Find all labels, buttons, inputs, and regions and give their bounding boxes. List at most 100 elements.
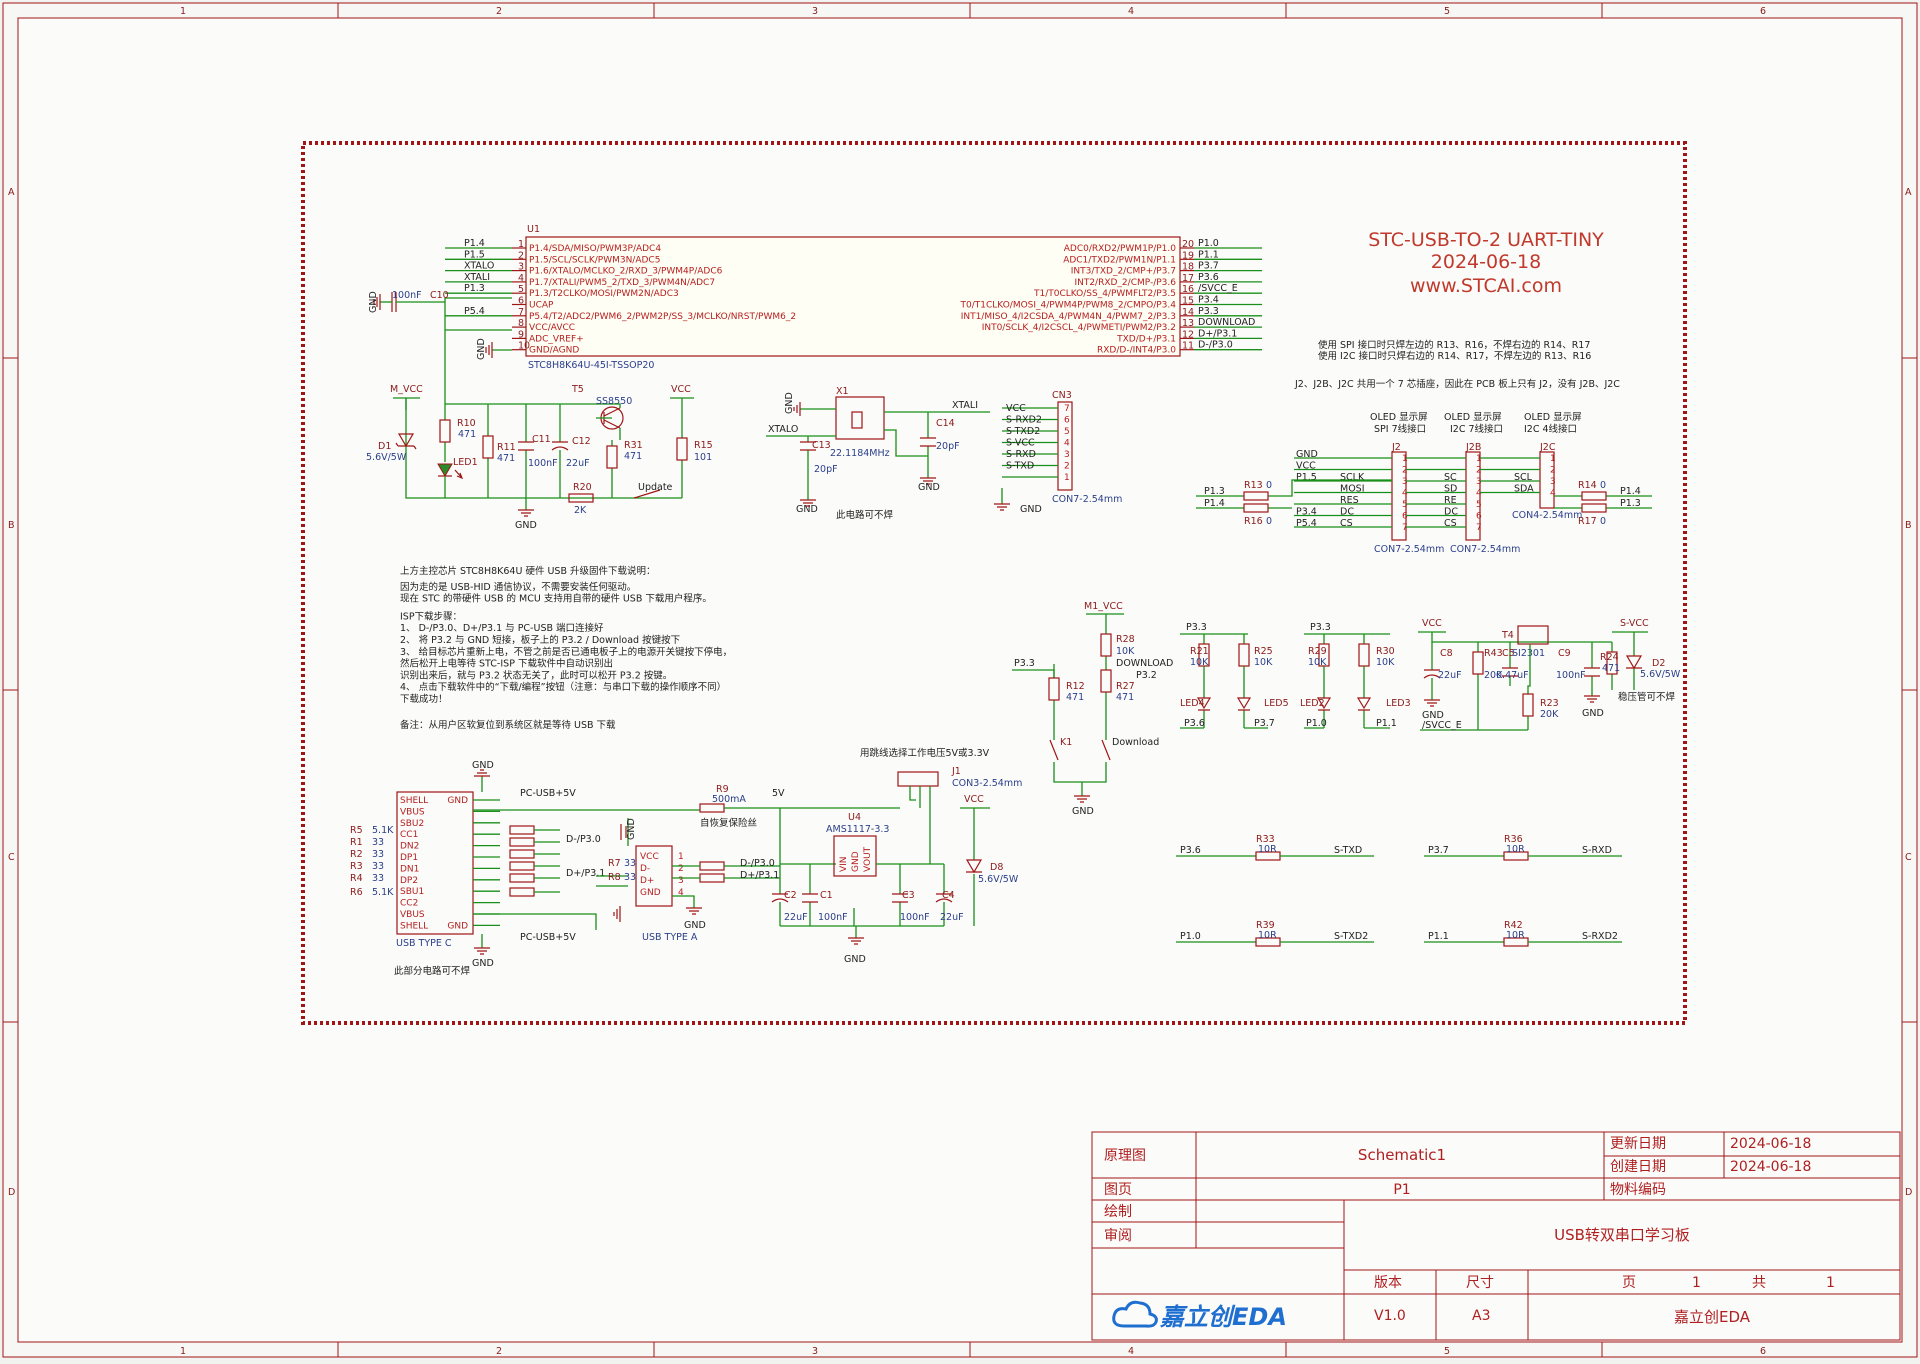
regulator-section: 用跳线选择工作电压5V或3.3V R9 500mA 自恢复保险丝 5V C2 2…	[699, 747, 1022, 965]
c11-ref: C11	[532, 434, 551, 445]
gnd-label-c8: GND	[1422, 710, 1444, 721]
r27-ref: R27	[1116, 681, 1135, 692]
j1-val: CON3-2.54mm	[952, 778, 1022, 789]
gnd-label-usba-top: GND	[626, 818, 637, 840]
j2-pin-num: 4	[1402, 489, 1408, 499]
oled-net-label: P5.4	[1296, 518, 1317, 529]
usbc-res-val: 33	[372, 873, 384, 884]
j2b-pin-num: 5	[1476, 500, 1482, 510]
series-right-net: S-RXD	[1582, 845, 1612, 856]
power-switch-circuit: VCC C8 22uF GND R43 20K C5 0.47uF T4 SI2…	[1418, 618, 1681, 731]
p37-led: P3.7	[1254, 718, 1275, 729]
usbc-pin-gnd: GND	[447, 921, 468, 931]
board-outline	[301, 141, 1687, 1025]
p10-led: P1.0	[1306, 718, 1327, 729]
cn3-pin-label: S-RXD	[1006, 449, 1036, 460]
j2-pin-label: RES	[1340, 495, 1359, 506]
vcc-label-t4: VCC	[1422, 618, 1442, 629]
c12-val: 22uF	[566, 458, 590, 469]
cn3-pin-num: 6	[1064, 416, 1070, 426]
col-label-1: 1	[180, 6, 186, 17]
oled-net-label: P1.5	[1296, 472, 1317, 483]
c10-val: 100nF	[392, 290, 422, 301]
row-label-b: B	[8, 520, 15, 531]
usbc-dm: D-/P3.0	[566, 834, 601, 845]
label-draw: 绘制	[1104, 1204, 1132, 1220]
r27-val: 471	[1116, 692, 1134, 703]
r43-ref: R43	[1484, 648, 1503, 659]
mcu-pin-name: INT2/RXD_2/CMP-/P3.6	[1074, 278, 1176, 288]
usbc-res-ref: R1	[350, 837, 363, 848]
usbc-pin-gnd: GND	[447, 796, 468, 806]
cn3-pin-num: 5	[1064, 427, 1070, 437]
design-date: 2024-06-18	[1431, 251, 1541, 273]
cn3-pin-label: VCC	[1006, 403, 1026, 414]
usbc-pin-name: DP2	[400, 876, 418, 886]
mcu-part: STC8H8K64U-45I-TSSOP20	[528, 360, 654, 371]
mcu-decoupling: C10 100nF GND GND	[368, 290, 512, 402]
r16-val: 0	[1266, 516, 1272, 527]
r7-ref: R7	[608, 858, 621, 869]
j1-ref: J1	[951, 766, 961, 777]
mcu-pin-name: P1.3/T2CLKO/MOSI/PWM2N/ADC3	[529, 289, 679, 299]
c12-ref: C12	[572, 436, 591, 447]
xtal-note: 此电路可不焊	[836, 509, 894, 521]
j2c-pin-label: SCL	[1514, 472, 1533, 483]
mcu-net-label: XTALI	[464, 272, 490, 283]
r13-ref: R13	[1244, 480, 1263, 491]
cn3-pin-label: S-TXD	[1006, 461, 1034, 472]
series-right-net: S-RXD2	[1582, 931, 1618, 942]
jlc-logo: 嘉立创EDA	[1112, 1300, 1287, 1331]
p33-download: P3.3	[1014, 658, 1035, 669]
cn3-pin-num: 4	[1064, 439, 1070, 449]
download-circuit: M1_VCC R28 10K DOWNLOAD P3.2 R27 471 P3.…	[1012, 601, 1173, 817]
col-label-2: 2	[496, 6, 502, 17]
j2b-pin-label: SD	[1444, 484, 1457, 495]
mcu-left-pins: P1.4/SDA/MISO/PWM3P/ADC41P1.4P1.5/SCL/SC…	[445, 238, 796, 356]
svcc-e-label: /SVCC_E	[1422, 720, 1462, 731]
j2c-pin-num: 2	[1550, 466, 1556, 476]
led3-label: LED3	[1386, 698, 1411, 709]
usbc-pin-name: CC2	[400, 899, 418, 909]
mcu-net-label: P1.3	[464, 283, 485, 294]
r30-val: 10K	[1376, 657, 1395, 668]
usbc-res-val: 5.1K	[372, 887, 394, 898]
mcu-pin-num: 20	[1182, 239, 1194, 250]
label-create: 创建日期	[1610, 1159, 1666, 1175]
oled-net-label: VCC	[1296, 461, 1316, 472]
design-title: STC-USB-TO-2 UART-TINY	[1368, 229, 1604, 251]
r20-val: 2K	[574, 505, 587, 516]
r29-ref: R29	[1308, 646, 1327, 657]
oled-j2b-sub: I2C 7线接口	[1450, 423, 1503, 435]
mcu-net-label: P3.6	[1198, 272, 1219, 283]
series-right-net: S-TXD2	[1334, 931, 1368, 942]
fuse-note: 自恢复保险丝	[700, 817, 757, 829]
j2-pin-num: 7	[1402, 523, 1408, 533]
page-no: 1	[1692, 1275, 1701, 1291]
t4-ref: T4	[1501, 630, 1514, 641]
usba-dp: D+/P3.1	[740, 870, 779, 881]
mcu-net-label: P1.0	[1198, 238, 1219, 249]
series-left-net: P3.7	[1428, 845, 1449, 856]
gnd-label-c9: GND	[1582, 708, 1604, 719]
k1-label: K1	[1060, 737, 1072, 748]
mcu-pin-name: P1.4/SDA/MISO/PWM3P/ADC4	[529, 244, 661, 254]
j2-pin-num: 6	[1402, 512, 1408, 522]
mcu-pin-name: GND/AGND	[529, 346, 579, 356]
info-block: 原理图 Schematic1 更新日期 2024-06-18 创建日期 2024…	[1091, 1131, 1901, 1341]
mcu-pin-num: 15	[1182, 296, 1194, 307]
r15-ref: R15	[694, 440, 713, 451]
note-socket: J2、J2B、J2C 共用一个 7 芯插座，因此在 PCB 板上只有 J2，没有…	[1294, 378, 1620, 390]
isp-note-line: 识别出来后，就与 P3.2 状态无关了，此时可以松开 P3.2 按键。	[400, 669, 672, 681]
series-ref: R33	[1256, 834, 1275, 845]
isp-note-line: ISP下载步骤：	[400, 610, 462, 622]
gnd-label-k1: GND	[1072, 806, 1094, 817]
series-val: 10R	[1258, 844, 1277, 855]
mcu-pin-num: 17	[1182, 273, 1194, 284]
r9-val: 500mA	[712, 794, 746, 805]
row-label-a: A	[8, 187, 15, 198]
